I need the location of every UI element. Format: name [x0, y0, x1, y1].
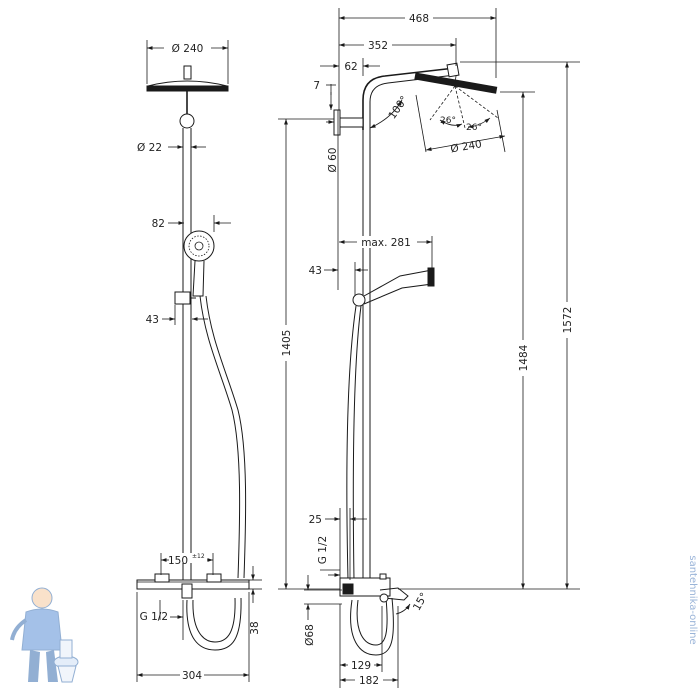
front-inlet-tolerance-label: ±12 — [192, 553, 205, 560]
side-head-shower: 26° 26° Ø 240 100° — [362, 62, 506, 155]
side-holder-offset-label: 43 — [309, 265, 322, 277]
front-hand-shower-holder — [174, 291, 191, 305]
side-head-offset-label: 62 — [344, 61, 357, 73]
side-spout-projection-2-label: 182 — [359, 675, 379, 687]
side-top-offset-label: 7 — [313, 80, 320, 92]
side-height-1572-label: 1572 — [562, 307, 574, 334]
front-view: Ø 240 Ø 22 82 43 — [136, 40, 262, 682]
side-view: 26° 26° Ø 240 100° Ø 60 — [278, 8, 580, 688]
front-riser-pipe — [182, 128, 192, 580]
side-thread-label: G 1/2 — [317, 536, 329, 564]
side-head-angle-label: 100° — [386, 94, 410, 122]
side-swivel-angle-1-label: 26° — [440, 116, 456, 126]
side-wall-offset-label: 25 — [309, 514, 322, 526]
side-hand-shower — [352, 267, 435, 307]
side-spout-angle-label: 15° — [411, 591, 431, 613]
front-head-shower: Ø 240 — [146, 40, 229, 92]
side-overall-depth-label: 468 — [409, 13, 429, 25]
front-pipe-diameter-label: Ø 22 — [137, 142, 162, 154]
front-thermostat-mixer — [136, 573, 250, 599]
side-escutcheon-diameter-label: Ø68 — [304, 624, 316, 646]
front-hand-shower-offset-label: 82 — [152, 218, 165, 230]
side-arm-length-label: 352 — [368, 40, 388, 52]
side-swivel-angle-2-label: 26° — [466, 123, 482, 133]
front-holder-offset-label: 43 — [146, 314, 159, 326]
side-hand-shower-reach-label: max. 281 — [361, 237, 411, 249]
watermark-text: santehnika-online — [687, 555, 698, 644]
front-head-diameter-label: Ø 240 — [172, 43, 204, 55]
side-height-1405-label: 1405 — [281, 330, 293, 357]
side-height-1484-label: 1484 — [518, 344, 530, 371]
side-hose — [346, 305, 357, 581]
side-head-diameter-label: Ø 240 — [450, 138, 483, 155]
side-wall-bracket — [326, 109, 364, 136]
plumber-watermark-logo — [10, 587, 79, 683]
front-mixer-width-label: 304 — [182, 670, 202, 682]
front-mixer-height-label: 38 — [249, 621, 261, 634]
side-wall-bracket-diameter-label: Ø 60 — [327, 148, 339, 173]
side-thermostat-mixer — [339, 573, 409, 603]
front-hand-shower — [174, 230, 215, 305]
front-hose — [199, 295, 241, 579]
front-inlet-spacing-label: 150 — [168, 555, 188, 567]
front-inlet-thread-label: G 1/2 — [140, 611, 168, 623]
front-arm-joint — [179, 113, 195, 129]
side-spout-projection-1-label: 129 — [351, 660, 371, 672]
